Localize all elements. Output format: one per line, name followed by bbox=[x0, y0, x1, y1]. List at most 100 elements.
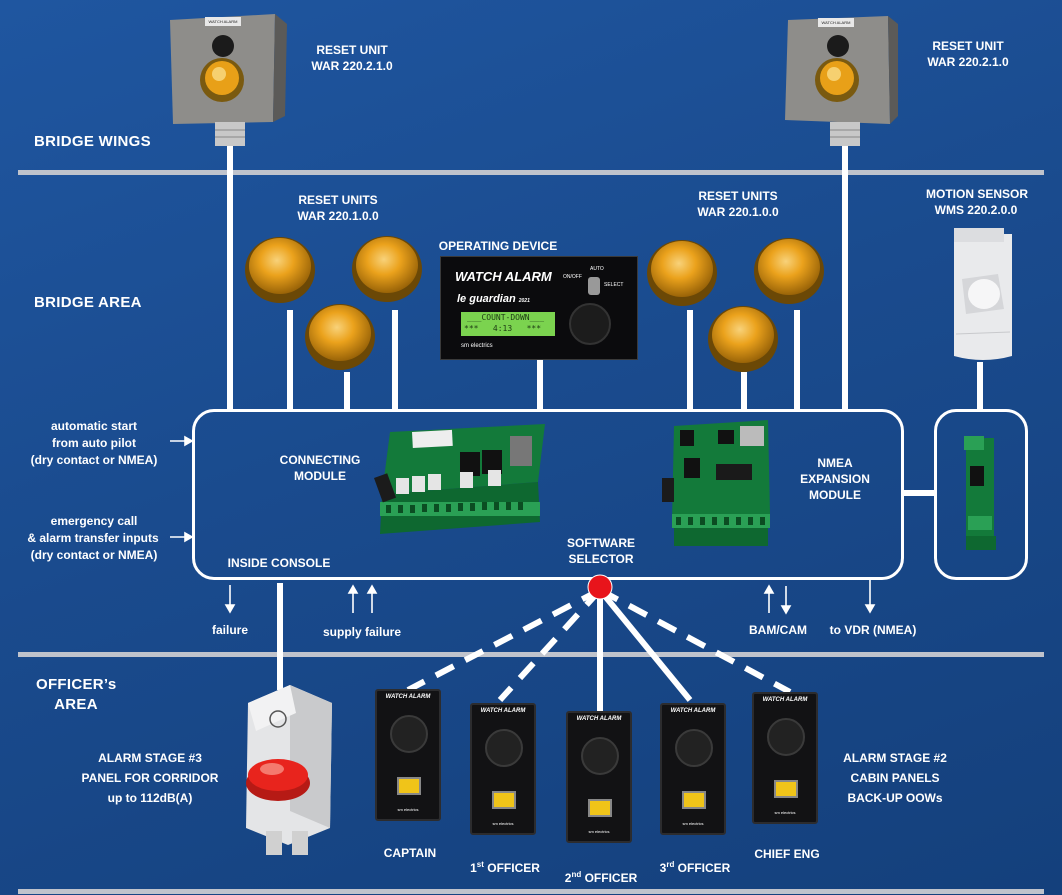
officer-1st-label: 1st OFFICER bbox=[460, 857, 550, 876]
officer-1st-num: 1 bbox=[470, 861, 477, 875]
amber-button-6 bbox=[708, 306, 778, 372]
console-box bbox=[192, 409, 904, 580]
zone-divider-wings bbox=[18, 170, 1044, 175]
officer-2nd-label: 2nd OFFICER bbox=[556, 867, 646, 886]
reset-unit-wing-left-label1: RESET UNIT bbox=[316, 43, 388, 57]
cabin-panel-title: WATCH ALARM bbox=[576, 716, 622, 722]
lcd-line2: *** 4:13 *** bbox=[464, 324, 542, 333]
software-selector-label2: SELECTOR bbox=[568, 552, 634, 566]
stage2-label3: BACK-UP OOWs bbox=[847, 791, 943, 805]
buzzer-icon bbox=[485, 729, 523, 767]
officer-2nd-sup: nd bbox=[571, 870, 582, 879]
officer-1st-text: OFFICER bbox=[483, 861, 540, 875]
zone-officers-area-line2: AREA bbox=[54, 696, 98, 713]
lcd-line1: ___COUNT-DOWN___ bbox=[467, 313, 545, 322]
software-selector-dot bbox=[587, 574, 613, 600]
cabin-panel-maker: sm electrics bbox=[774, 810, 796, 815]
output-failure-label: failure bbox=[211, 623, 248, 637]
operating-device-brand: le guardian 2021 bbox=[457, 293, 530, 305]
officer-2nd-text: OFFICER bbox=[581, 871, 638, 885]
cabin-panel-2nd-officer: WATCH ALARM sm electrics bbox=[566, 711, 632, 843]
connecting-module-label1: CONNECTING bbox=[279, 453, 361, 467]
cabin-panel-maker: sm electrics bbox=[397, 807, 419, 812]
stage2-label2: CABIN PANELS bbox=[850, 771, 940, 785]
buzzer-icon bbox=[581, 737, 619, 775]
input-auto-line3: (dry contact or NMEA) bbox=[30, 453, 158, 467]
output-bam-cam-label: BAM/CAM bbox=[749, 623, 807, 637]
motion-sensor-label1: MOTION SENSOR bbox=[926, 187, 1029, 201]
cabin-panel-maker: sm electrics bbox=[492, 821, 514, 826]
motion-sensor bbox=[948, 224, 1018, 364]
zone-divider-officers bbox=[18, 652, 1044, 657]
output-supply-failure-label: supply failure bbox=[322, 625, 402, 639]
buzzer-icon bbox=[675, 729, 713, 767]
officer-captain-label: CAPTAIN bbox=[383, 846, 437, 860]
cabin-panel-maker: sm electrics bbox=[588, 829, 610, 834]
motion-interface-box bbox=[934, 409, 1028, 580]
officer-2nd-num: 2 bbox=[564, 871, 572, 885]
zone-bridge-wings: BRIDGE WINGS bbox=[34, 133, 151, 150]
cabin-panel-captain: WATCH ALARM sm electrics bbox=[375, 689, 441, 821]
cabin-panel-title: WATCH ALARM bbox=[480, 708, 526, 714]
reset-units-right-label2: WAR 220.1.0.0 bbox=[697, 205, 779, 219]
officer-3rd-num: 3 bbox=[659, 861, 667, 875]
zone-bridge-area: BRIDGE AREA bbox=[34, 294, 142, 311]
officer-3rd-text: OFFICER bbox=[674, 861, 731, 875]
inside-console-label: INSIDE CONSOLE bbox=[227, 556, 331, 570]
cabin-panel-3rd-officer: WATCH ALARM sm electrics bbox=[660, 703, 726, 835]
reset-unit-wing-left-label2: WAR 220.2.1.0 bbox=[311, 59, 393, 73]
switch-auto-label: AUTO bbox=[590, 266, 604, 272]
acknowledge-button-icon bbox=[774, 780, 798, 798]
officer-3rd-label: 3rd OFFICER bbox=[650, 857, 740, 876]
lcd-screen: ___COUNT-DOWN___ *** 4:13 *** bbox=[461, 312, 555, 336]
stage3-label2: PANEL FOR CORRIDOR bbox=[81, 771, 219, 785]
cabin-panel-1st-officer: WATCH ALARM sm electrics bbox=[470, 703, 536, 835]
reset-unit-wing-left: WATCH ALARM bbox=[165, 12, 295, 147]
officer-chief-eng-label: CHIEF ENG bbox=[754, 847, 820, 861]
operating-device-maker: sm electrics bbox=[461, 343, 493, 349]
nmea-module-label3: MODULE bbox=[809, 488, 861, 502]
stage3-label1: ALARM STAGE #3 bbox=[98, 751, 202, 765]
cabin-panel-title: WATCH ALARM bbox=[385, 694, 431, 700]
wing-right-plate: WATCH ALARM bbox=[821, 20, 851, 25]
brand-year: 2021 bbox=[518, 298, 530, 304]
amber-button-5 bbox=[754, 238, 824, 304]
reset-units-left-label1: RESET UNITS bbox=[298, 193, 378, 207]
operating-device: WATCH ALARM le guardian 2021 ___COUNT-DO… bbox=[440, 256, 638, 360]
nmea-module-label1: NMEA bbox=[817, 456, 853, 470]
corridor-alarm-panel bbox=[238, 683, 338, 863]
input-auto-line1: automatic start bbox=[50, 419, 138, 433]
input-emergency-line2: & alarm transfer inputs bbox=[27, 531, 159, 545]
acknowledge-button-icon bbox=[492, 791, 516, 809]
reset-units-right-label1: RESET UNITS bbox=[698, 189, 778, 203]
amber-button-1 bbox=[245, 237, 315, 303]
nmea-module-label2: EXPANSION bbox=[800, 472, 870, 486]
reset-unit-wing-right-label1: RESET UNIT bbox=[932, 39, 1004, 53]
officer-1st-sup: st bbox=[476, 860, 484, 869]
nmea-expansion-module bbox=[660, 418, 775, 553]
wing-left-plate: WATCH ALARM bbox=[208, 19, 238, 24]
cabin-panel-title: WATCH ALARM bbox=[670, 708, 716, 714]
cabin-panel-maker: sm electrics bbox=[682, 821, 704, 826]
amber-button-2 bbox=[352, 236, 422, 302]
software-selector-label1: SOFTWARE bbox=[567, 536, 635, 550]
reset-units-left-label2: WAR 220.1.0.0 bbox=[297, 209, 379, 223]
connecting-module bbox=[370, 422, 550, 537]
motion-interface-board bbox=[960, 436, 1000, 552]
officer-3rd-sup: rd bbox=[666, 860, 675, 869]
amber-button-4 bbox=[647, 240, 717, 306]
acknowledge-button-icon bbox=[588, 799, 612, 817]
acknowledge-button-icon bbox=[682, 791, 706, 809]
output-vdr-label: to VDR (NMEA) bbox=[829, 623, 917, 637]
operating-device-title: WATCH ALARM bbox=[455, 269, 552, 284]
acknowledge-button-icon bbox=[397, 777, 421, 795]
connecting-module-label2: MODULE bbox=[294, 469, 346, 483]
input-emergency-line3: (dry contact or NMEA) bbox=[30, 548, 158, 562]
stage3-label3: up to 112dB(A) bbox=[107, 791, 193, 805]
switch-select-label: SELECT bbox=[604, 282, 624, 288]
input-auto-line2: from auto pilot bbox=[52, 436, 136, 450]
switch-onoff-label: ON/OFF bbox=[563, 274, 582, 280]
